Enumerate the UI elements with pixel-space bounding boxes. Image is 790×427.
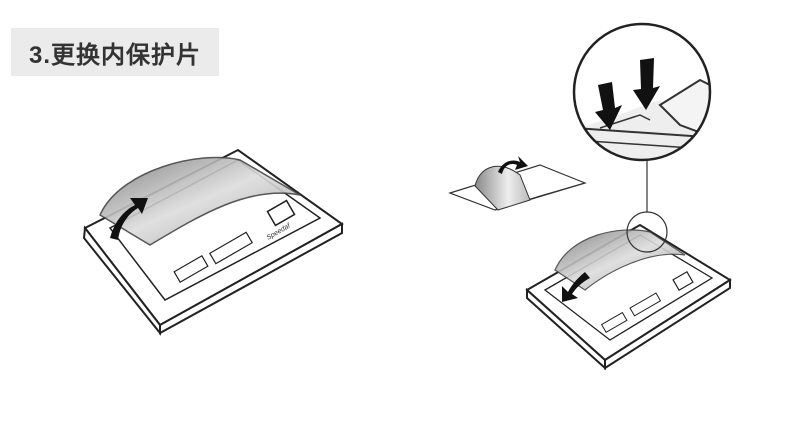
arrow-curl-icon	[498, 156, 528, 174]
device-right	[525, 223, 732, 371]
protective-film-right	[554, 229, 686, 291]
protective-film-left	[99, 156, 301, 246]
magnified-detail	[572, 22, 712, 162]
step-title: 3.更换内保护片	[28, 41, 201, 69]
arrow-down-icon-2	[633, 58, 660, 110]
film-sheet	[448, 156, 587, 211]
step-title-box: 3.更换内保护片	[11, 28, 219, 76]
arrow-down-icon	[562, 272, 590, 302]
arrow-down-icon-1	[595, 82, 622, 130]
arrow-up-icon	[110, 198, 148, 240]
